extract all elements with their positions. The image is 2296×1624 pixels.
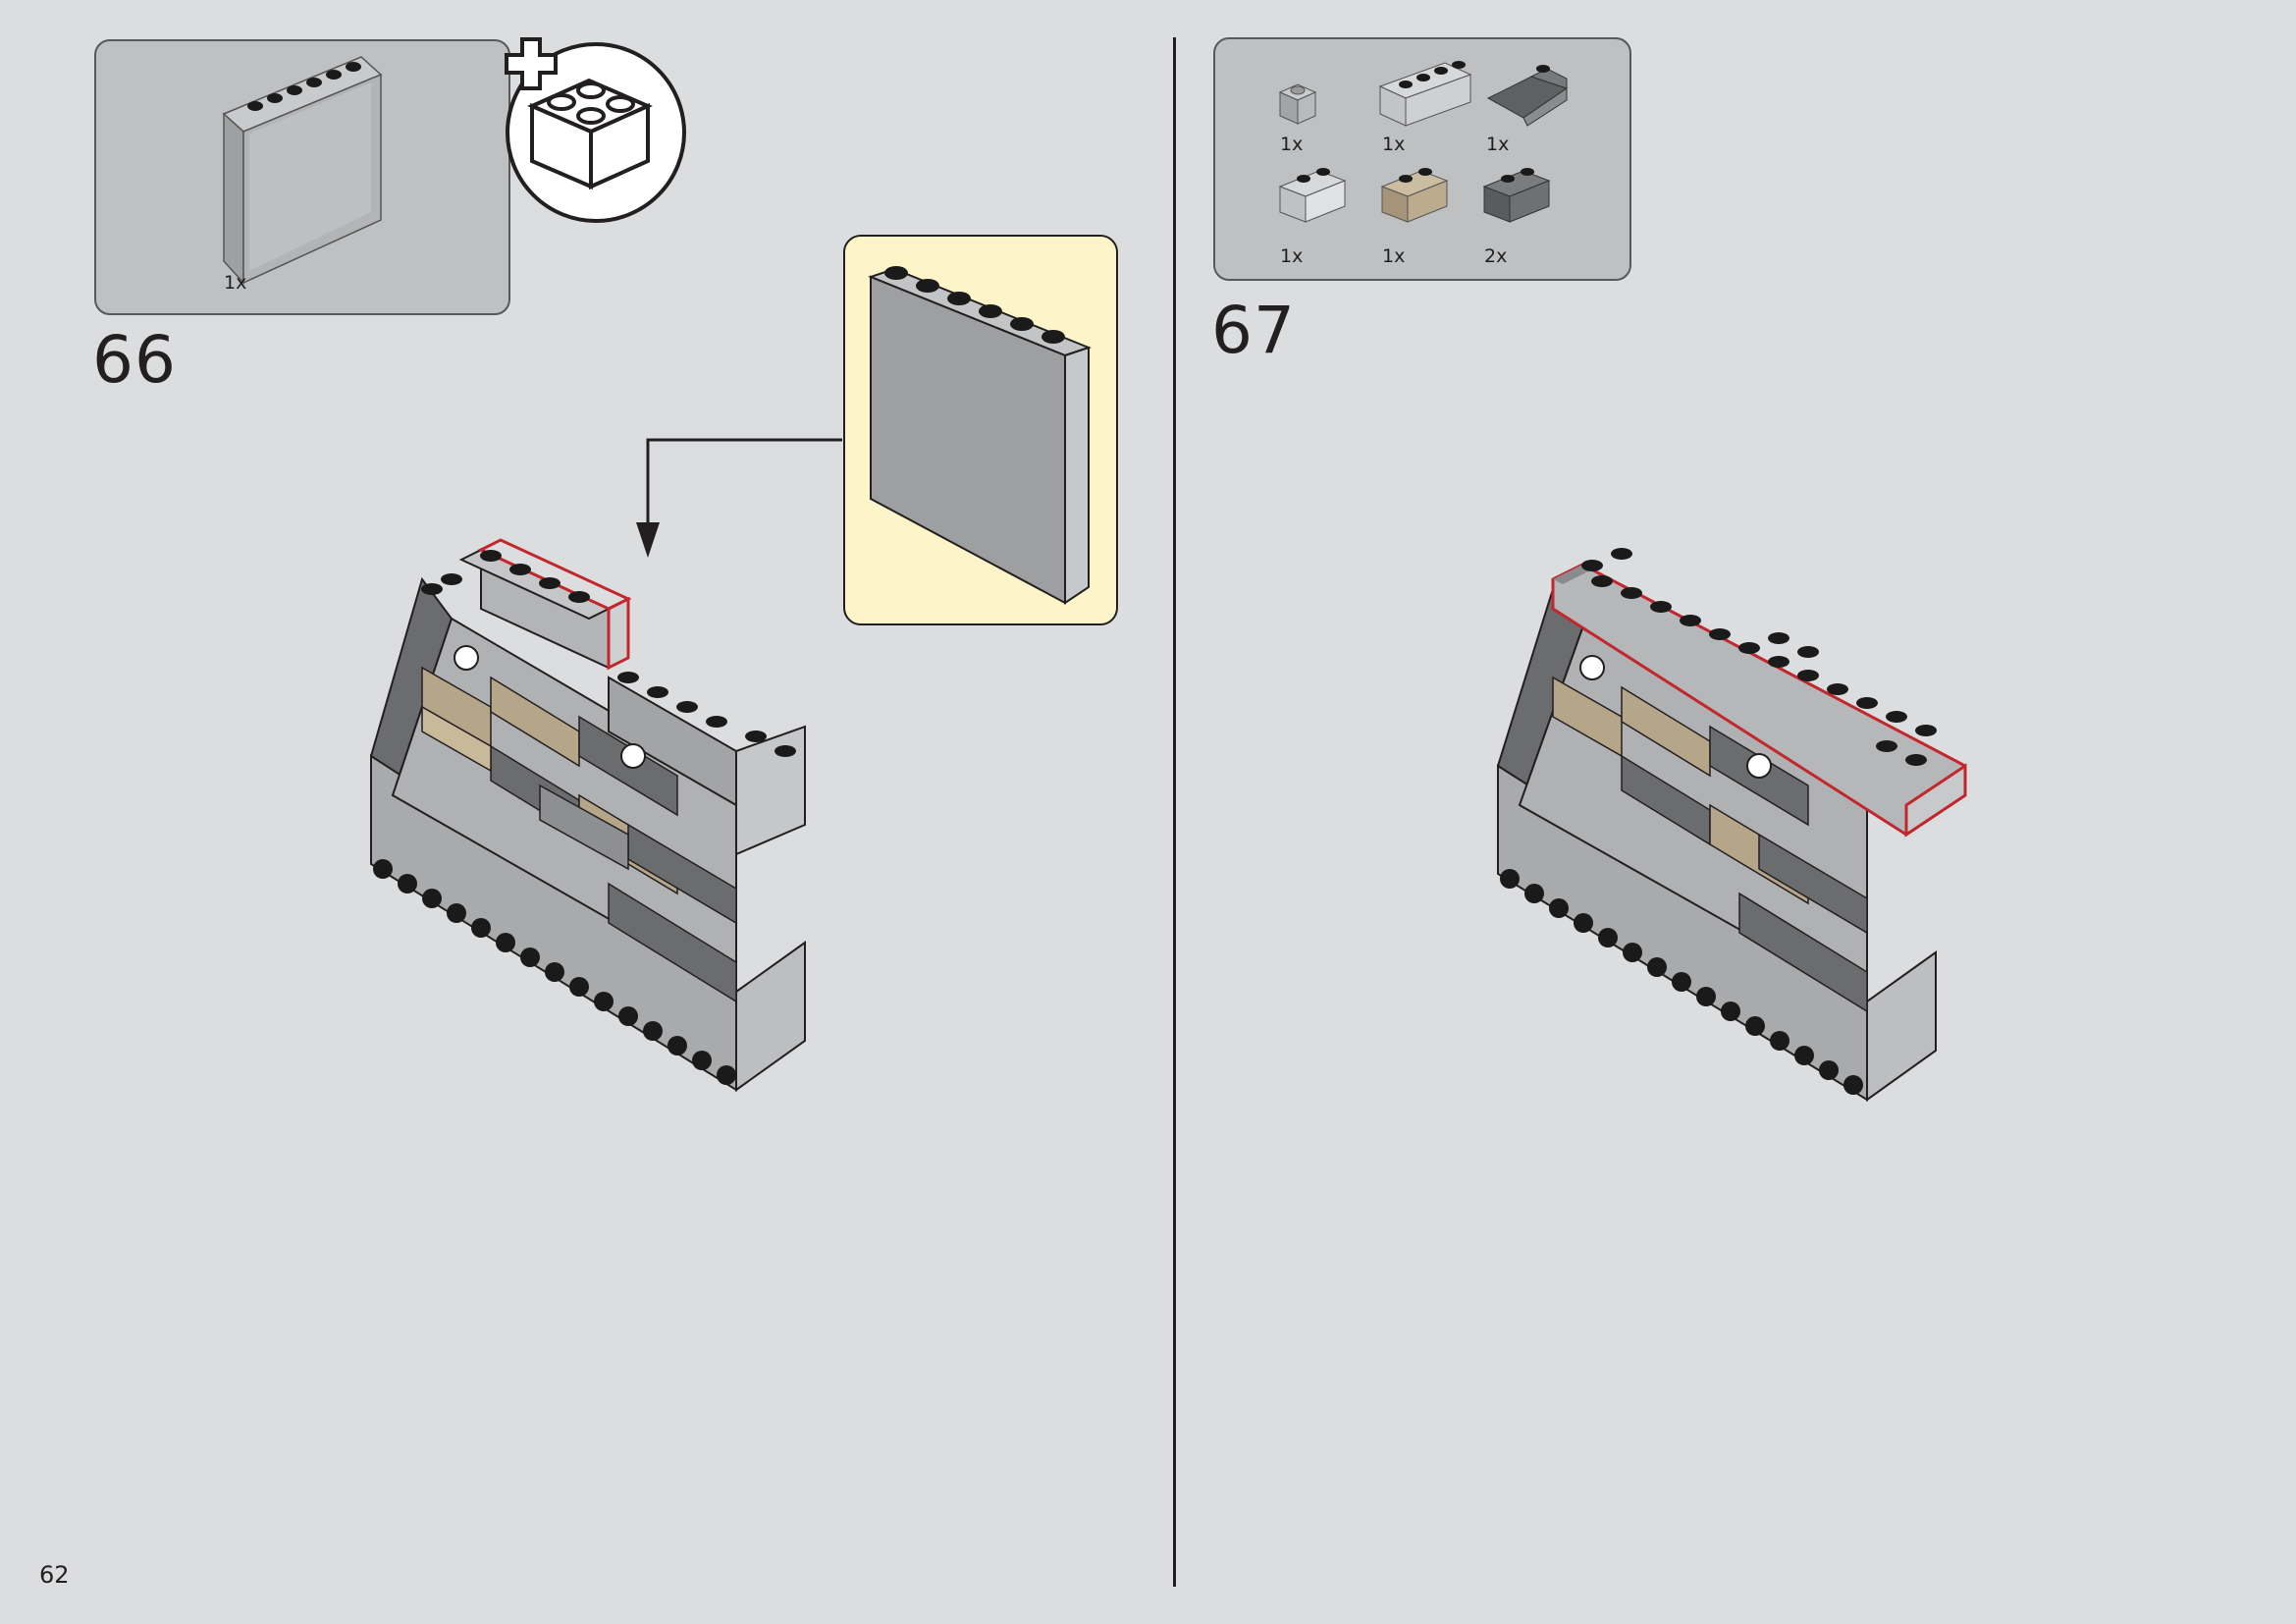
brick-1x1-icon (1278, 83, 1317, 125)
step-number-66: 66 (92, 322, 177, 398)
part-quantity: 1x (224, 272, 247, 294)
page-number: 62 (39, 1561, 70, 1589)
page-divider (1173, 37, 1176, 1587)
step-number-67: 67 (1211, 293, 1296, 368)
part-quantity: 1x (1382, 245, 1406, 267)
model-step-67 (1496, 548, 1967, 1102)
model-step-66 (369, 538, 806, 1092)
parts-list-step-67: 1x 1x 1x 1x 1x 2x (1213, 37, 1631, 281)
placement-arrow (636, 438, 842, 558)
parts-list-step-66: 1x (94, 39, 510, 315)
part-quantity: 1x (1486, 134, 1510, 155)
part-quantity: 1x (1280, 245, 1304, 267)
part-quantity: 1x (1280, 134, 1304, 155)
masonry-light-gray-icon (1278, 168, 1347, 223)
panel-part-icon (222, 56, 383, 285)
part-quantity: 2x (1484, 245, 1508, 267)
brick-1x4-icon (1378, 61, 1472, 127)
masonry-tan-icon (1380, 168, 1449, 223)
masonry-dark-gray-icon (1482, 168, 1551, 223)
slope-2x2-icon (1486, 65, 1569, 127)
part-quantity: 1x (1382, 134, 1406, 155)
add-brick-icon (505, 37, 686, 223)
callout-panel (868, 266, 1092, 605)
